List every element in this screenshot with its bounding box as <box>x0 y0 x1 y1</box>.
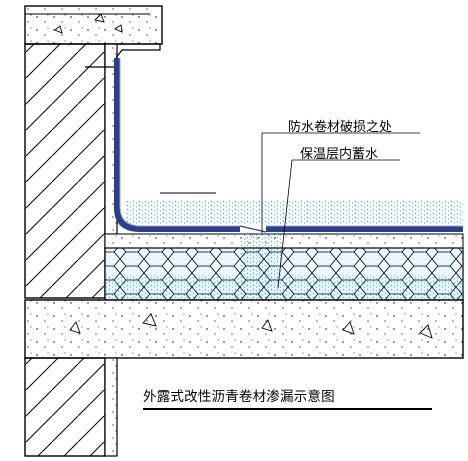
stored-water-label: 保温层内蓄水 <box>300 147 379 162</box>
surface-water <box>125 192 463 224</box>
structural-slab <box>24 299 464 359</box>
screed-layer <box>104 233 464 249</box>
insulation-layer <box>104 232 464 301</box>
lower-wall <box>24 357 118 457</box>
diagram-caption: 外露式改性沥青卷材渗漏示意图 <box>143 389 335 405</box>
parapet-coping <box>24 5 163 45</box>
leader-lines <box>261 132 420 289</box>
masonry-wall <box>24 43 106 299</box>
membrane-right <box>266 225 463 232</box>
damage-point-label: 防水卷材破损之处 <box>288 120 393 135</box>
